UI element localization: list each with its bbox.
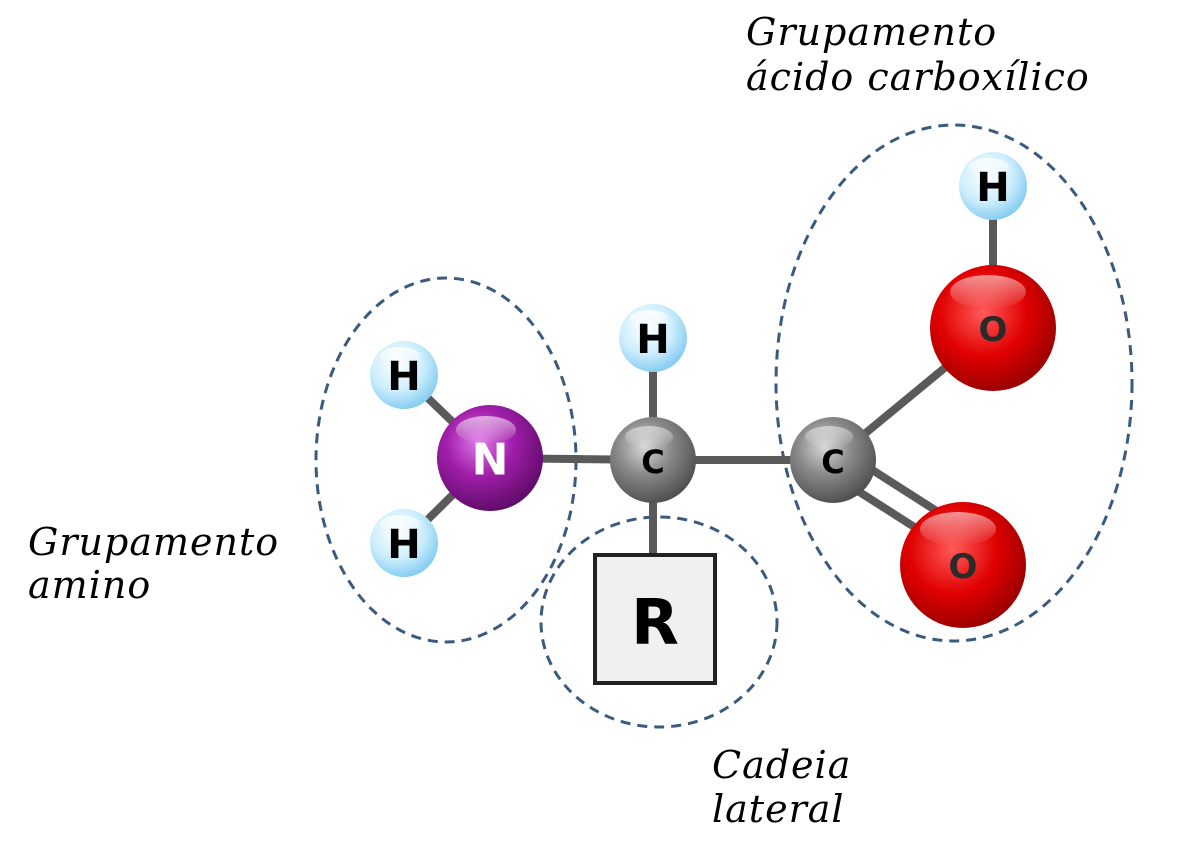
atom-h-top-left-symbol: H [387, 354, 420, 400]
side-chain-r-box: R [593, 553, 717, 685]
carboxyl-label-line1: Grupamento [746, 10, 997, 54]
side-chain-label-line2: lateral [712, 787, 845, 831]
side-chain-r-symbol: R [631, 586, 679, 659]
atom-carbon-alpha: C [610, 417, 696, 503]
atom-oxygen-carbonyl: O [900, 502, 1026, 628]
carboxyl-label-line2: ácido carboxílico [746, 55, 1090, 99]
atom-h-bottom-left: H [370, 509, 438, 577]
atom-h-hydroxyl: H [959, 152, 1027, 220]
atom-carbon-carboxyl: C [790, 417, 876, 503]
side-chain-label-line1: Cadeia [712, 743, 851, 787]
atom-carbon-carboxyl-symbol: C [821, 443, 844, 481]
atom-nitrogen: N [437, 405, 543, 511]
atom-h-alpha: H [619, 304, 687, 372]
side-chain-outline [539, 515, 779, 729]
atom-oxygen-hydroxyl: O [930, 265, 1056, 391]
atom-carbon-alpha-symbol: C [641, 443, 664, 481]
amino-label-line1: Grupamento [28, 520, 279, 564]
amino-label-line2: amino [28, 563, 151, 607]
carboxyl-group-outline [774, 123, 1134, 643]
atom-oxygen-carbonyl-symbol: O [949, 547, 978, 587]
atom-h-hydroxyl-symbol: H [976, 165, 1009, 211]
atom-h-alpha-symbol: H [636, 317, 669, 363]
atom-nitrogen-symbol: N [472, 435, 509, 486]
atom-h-top-left: H [370, 341, 438, 409]
atom-h-bottom-left-symbol: H [387, 522, 420, 568]
atom-oxygen-hydroxyl-symbol: O [979, 310, 1008, 350]
